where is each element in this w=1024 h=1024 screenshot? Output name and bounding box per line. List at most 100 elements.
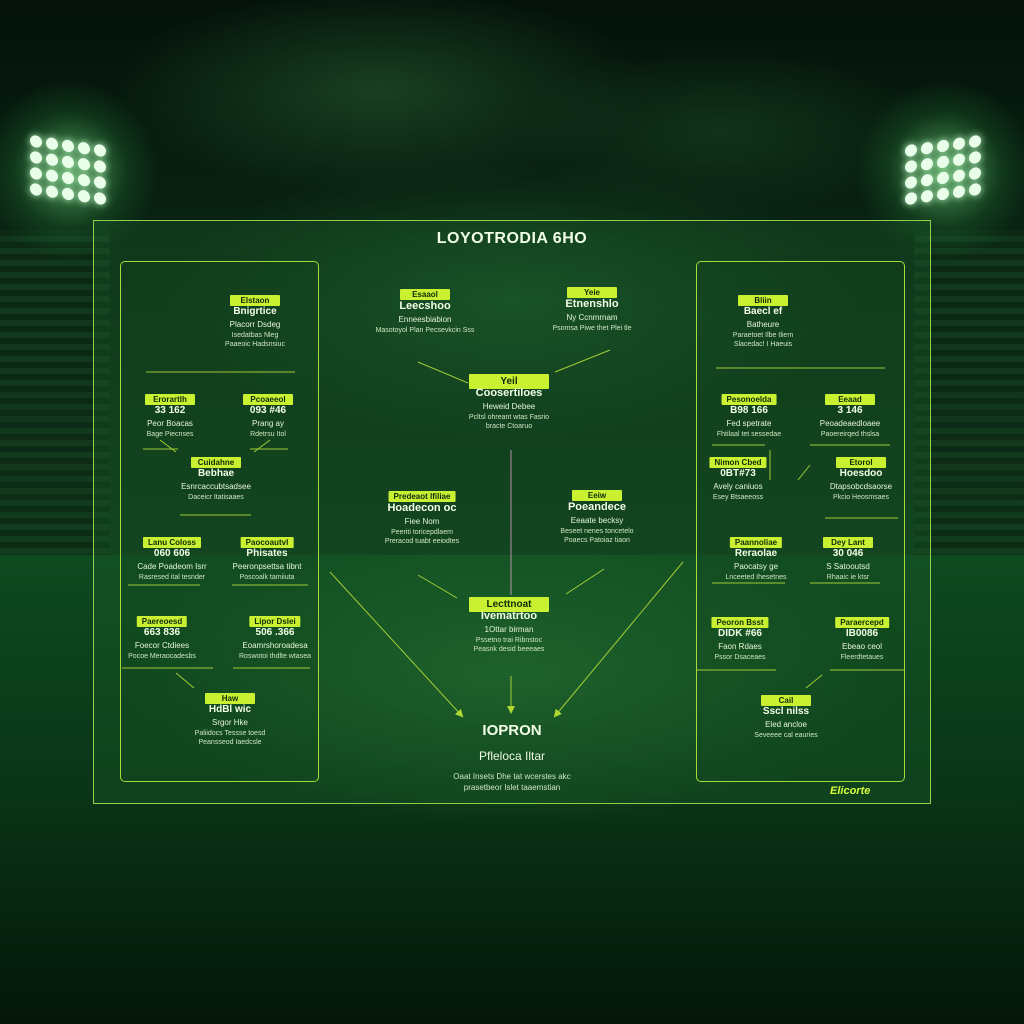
right-connector	[797, 464, 811, 481]
node-label: Eeaad	[825, 394, 875, 405]
node-label: Pcoaeeol	[243, 394, 293, 405]
node-subtitle: Fiee Nom	[404, 517, 440, 526]
node-title: DIDK #66	[718, 628, 762, 639]
node-label: Lanu Coloss	[142, 537, 202, 548]
node-detail: Rhaaic ie ktsr	[826, 574, 870, 581]
left-connector	[159, 439, 177, 453]
node-label: Bliin	[738, 295, 788, 306]
node-detail: Fleerdtetaues	[840, 654, 884, 661]
node-subtitle: S Satooutsd	[826, 562, 870, 571]
node-detail: Poscoalk tamiiuta	[239, 574, 295, 581]
node-label: Cail	[761, 695, 811, 706]
node-subtitle: Peoadeaedloaee	[819, 419, 881, 428]
node-title: 060 606	[153, 548, 191, 559]
node-subtitle: Dtapsobcdsaorse	[829, 482, 893, 491]
node-detail: Rasresed ital tesnder	[138, 574, 206, 581]
node-subtitle: Srgor Hke	[211, 718, 248, 727]
node-title: Ivematrtoo	[480, 610, 538, 622]
center-connector	[417, 574, 458, 599]
node-title: 506 .366	[255, 627, 295, 638]
node-detail: Pssor Dsaceaes	[714, 654, 766, 661]
node-title: 30 046	[832, 548, 864, 559]
node-label: Paocoautvl	[240, 537, 294, 548]
node-subtitle: Batheure	[746, 320, 780, 329]
node-subtitle: Eoamrshoroadesa	[242, 641, 308, 650]
flow-arrow-left	[329, 571, 464, 718]
node-subtitle: Paocatsy ge	[733, 562, 779, 571]
node-subtitle: Ny Ccnmrnam	[566, 313, 618, 322]
node-label: Elstaon	[230, 295, 280, 306]
node-title: Poeandece	[567, 501, 627, 513]
node-detail: Lnceeted Ihesetnes	[725, 574, 787, 581]
node-title: IB0086	[845, 628, 879, 639]
brand-logo: Elicorte	[830, 785, 871, 797]
node-label: Paannoliae	[729, 537, 783, 548]
node-title: Bnigrtice	[233, 306, 277, 317]
node-detail: Masotoyol Plan Pecsevkcin Sss	[375, 327, 475, 334]
node-detail: Daceicr Itatisaaes	[188, 494, 244, 501]
center-connector	[565, 568, 605, 595]
node-title: 0BT#73	[720, 468, 756, 479]
node-title: Baecl ef	[743, 306, 783, 317]
node-title: Reraolae	[734, 548, 778, 559]
node-label: Yeie	[567, 287, 617, 298]
node-title: 093 #46	[249, 405, 287, 416]
final-subtitle: Pfleloca Iltar	[478, 749, 546, 763]
node-detail: Paoereirqed thslsa	[820, 431, 880, 438]
node-subtitle: Foecor Ctdiees	[134, 641, 190, 650]
node-title: Sscl nilss	[762, 706, 810, 717]
node-title: HdBl wic	[208, 704, 252, 715]
node-label: Paraercepd	[835, 617, 889, 628]
node-label: Peoron Bsst	[711, 617, 769, 628]
node-label: Cuidahne	[191, 457, 241, 468]
node-subtitle: Enneesbiabion	[398, 315, 452, 324]
left-connector	[253, 439, 271, 453]
node-subtitle: 1Ottar birman	[484, 625, 534, 634]
node-subtitle: Eeaate becksy	[570, 516, 624, 525]
node-title: Bebhae	[197, 468, 235, 479]
node-label: Pesonoelda	[721, 394, 777, 405]
left-stands	[0, 230, 110, 560]
node-label: Nimon Cbed	[709, 457, 767, 468]
node-label: Etorol	[836, 457, 886, 468]
node-subtitle: Prang ay	[251, 419, 285, 428]
node-label: Haw	[205, 693, 255, 704]
node-title: Leecshoo	[399, 300, 451, 312]
node-title: Etnenshlo	[565, 298, 619, 310]
node-label: Predeaot Ifiliae	[388, 491, 456, 502]
node-detail: Bage Piecnses	[146, 431, 194, 438]
node-label: Eeiw	[572, 490, 622, 501]
node-subtitle: Fed spetrate	[726, 419, 772, 428]
node-subtitle: Peor Boacas	[147, 419, 193, 428]
node-subtitle: Esnrcaccubtsadsee	[181, 482, 251, 491]
node-subtitle: Ebeao ceol	[841, 642, 883, 651]
node-detail: Rdetrsu Itol	[250, 431, 286, 438]
node-detail: Pkcio Heosmsaes	[832, 494, 890, 501]
node-title: Phisates	[246, 548, 288, 559]
node-title: Hoadecon oc	[387, 502, 457, 514]
node-detail: Pocoe Meraocadesbs	[128, 653, 196, 660]
flow-arrow-right	[553, 561, 684, 718]
diagram-title: LOYOTRODIA 6HO	[436, 230, 588, 247]
node-title: Hoesdoo	[839, 468, 883, 479]
right-connector	[805, 674, 823, 689]
node-subtitle: Eled ancloe	[765, 720, 807, 729]
node-detail: Esey Btsaeeoss	[712, 494, 764, 501]
node-detail: Seveeee cal eauries	[754, 732, 818, 739]
node-title: B98 166	[730, 405, 768, 416]
center-connector	[554, 349, 611, 373]
node-label: Yeil	[469, 374, 549, 389]
node-subtitle: Peeronpsettsa tibnt	[232, 562, 302, 571]
node-subtitle: Cade Poadeom Isrr	[137, 562, 207, 571]
node-subtitle: Avely caniuos	[713, 482, 763, 491]
node-subtitle: Heweid Debee	[482, 402, 536, 411]
node-title: 663 836	[143, 627, 181, 638]
node-label: Lecttnoat	[469, 597, 549, 612]
